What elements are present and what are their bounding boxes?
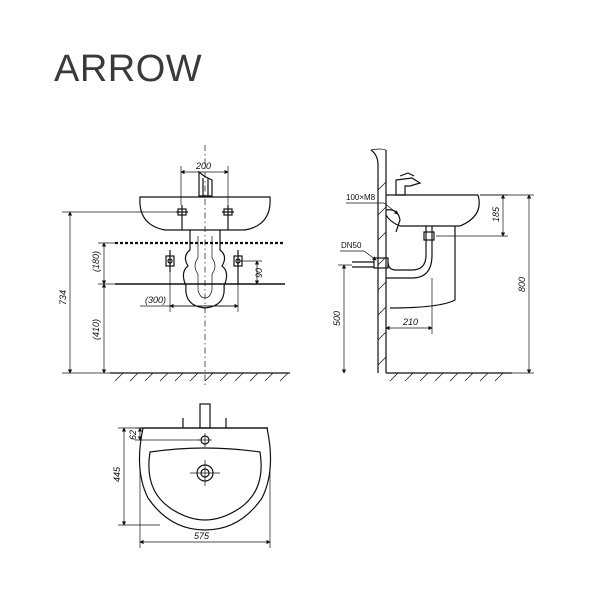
- dim-basin-height: 800: [517, 277, 527, 292]
- faucet-top: [199, 403, 211, 429]
- dim-height-floor: (410): [91, 319, 101, 340]
- top-view: 62 445 575: [112, 403, 272, 548]
- fixing-bolt-right: [222, 205, 234, 230]
- angle-valve-right: [233, 250, 243, 285]
- label-screw: 100×M8: [346, 193, 376, 202]
- semi-pedestal-side: [389, 226, 456, 309]
- basin-front: [139, 196, 271, 231]
- side-view: 100×M8 DN50 185 800 500 210: [332, 148, 534, 382]
- dim-wall-distance: 210: [402, 317, 418, 327]
- front-view: 200 734 (410) (180) 90 (300): [58, 145, 290, 385]
- label-drain: DN50: [341, 241, 362, 250]
- bracket-side: [385, 209, 401, 233]
- wall-side: [370, 149, 379, 373]
- faucet-front: [198, 170, 213, 197]
- basin-side: [385, 194, 480, 227]
- trap-side: [387, 226, 427, 271]
- faucet-side: [395, 177, 422, 196]
- basin-top-outer: [138, 427, 272, 531]
- dim-tap-spacing: 200: [195, 161, 211, 171]
- dim-height-small: 90: [254, 268, 264, 278]
- brand-title: ARROW: [54, 48, 203, 90]
- dim-height-total: 734: [58, 290, 68, 305]
- dim-width-300: (300): [145, 295, 166, 305]
- basin-top-inner: [148, 447, 262, 521]
- dim-drain-height: 500: [332, 311, 342, 326]
- dim-width: 575: [194, 531, 210, 541]
- dim-top-offset: 185: [491, 206, 501, 222]
- fixing-bolt-left: [176, 205, 188, 230]
- dim-height-upper: (180): [91, 251, 101, 272]
- angle-valve-left: [165, 250, 175, 272]
- dim-tap-offset: 62: [128, 430, 138, 440]
- dim-depth: 445: [112, 466, 122, 482]
